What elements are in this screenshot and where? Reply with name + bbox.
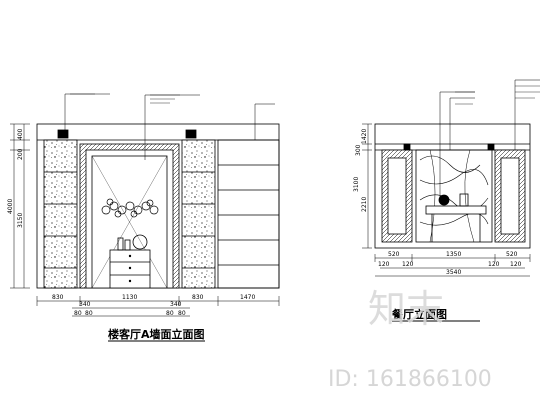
dim-b-h1: 520 bbox=[388, 251, 400, 258]
dim-a-h7: 80 bbox=[74, 310, 82, 317]
dim-a-h9: 80 bbox=[166, 310, 174, 317]
stone-pilaster-left bbox=[43, 139, 78, 289]
decor-plate bbox=[132, 234, 148, 250]
dim-b-v3: 3100 bbox=[353, 177, 360, 192]
dim-b-h4: 3540 bbox=[446, 269, 461, 276]
title-a: 楼客厅A墙面立面图 bbox=[108, 327, 205, 341]
dims-b-vertical bbox=[362, 123, 372, 249]
art-panel bbox=[415, 149, 493, 243]
dim-a-v2: 200 bbox=[17, 148, 24, 160]
dim-a-v1: 400 bbox=[17, 128, 24, 140]
wood-panel bbox=[217, 139, 280, 289]
dim-b-h5: 120 bbox=[378, 261, 390, 268]
dim-b-h7: 120 bbox=[488, 261, 500, 268]
leaders-a bbox=[64, 93, 275, 160]
dim-b-v4: 2210 bbox=[361, 197, 368, 212]
dim-a-h8: 80 bbox=[85, 310, 93, 317]
dims-a-horizontal bbox=[36, 296, 280, 317]
console-table bbox=[425, 205, 487, 215]
watermark-id: ID: 161866100 bbox=[328, 367, 492, 392]
dim-a-h10: 80 bbox=[178, 310, 186, 317]
elevation-a bbox=[36, 123, 280, 289]
dim-b-v1: 1420 bbox=[361, 129, 368, 144]
dim-b-h2: 1350 bbox=[446, 251, 461, 258]
watermark: 知末 ID: 161866100 bbox=[328, 287, 492, 392]
dim-b-h8: 120 bbox=[510, 261, 522, 268]
dim-b-h6: 120 bbox=[402, 261, 414, 268]
dims-b-horizontal bbox=[374, 254, 531, 277]
dim-a-v3: 4000 bbox=[7, 199, 14, 214]
watermark-logo: 知末 bbox=[368, 287, 444, 331]
dim-a-h5: 340 bbox=[79, 301, 91, 308]
dim-a-h6: 340 bbox=[170, 301, 182, 308]
ring-ornament bbox=[101, 198, 159, 218]
elevation-b bbox=[374, 123, 531, 249]
dim-a-h3: 830 bbox=[192, 294, 204, 301]
title-b: 餐厅立面图 bbox=[391, 307, 447, 321]
wall-outline-b bbox=[374, 123, 531, 249]
dim-a-h2: 1130 bbox=[122, 294, 137, 301]
stone-pilaster-right bbox=[181, 139, 216, 289]
leaders-b bbox=[439, 79, 540, 200]
dim-a-v4: 3150 bbox=[17, 213, 24, 228]
dim-b-h3: 520 bbox=[506, 251, 518, 258]
dim-b-v2: 300 bbox=[355, 144, 362, 156]
dim-a-h1: 830 bbox=[52, 294, 64, 301]
dims-a-vertical bbox=[10, 123, 30, 289]
dim-a-h4: 1470 bbox=[240, 294, 255, 301]
